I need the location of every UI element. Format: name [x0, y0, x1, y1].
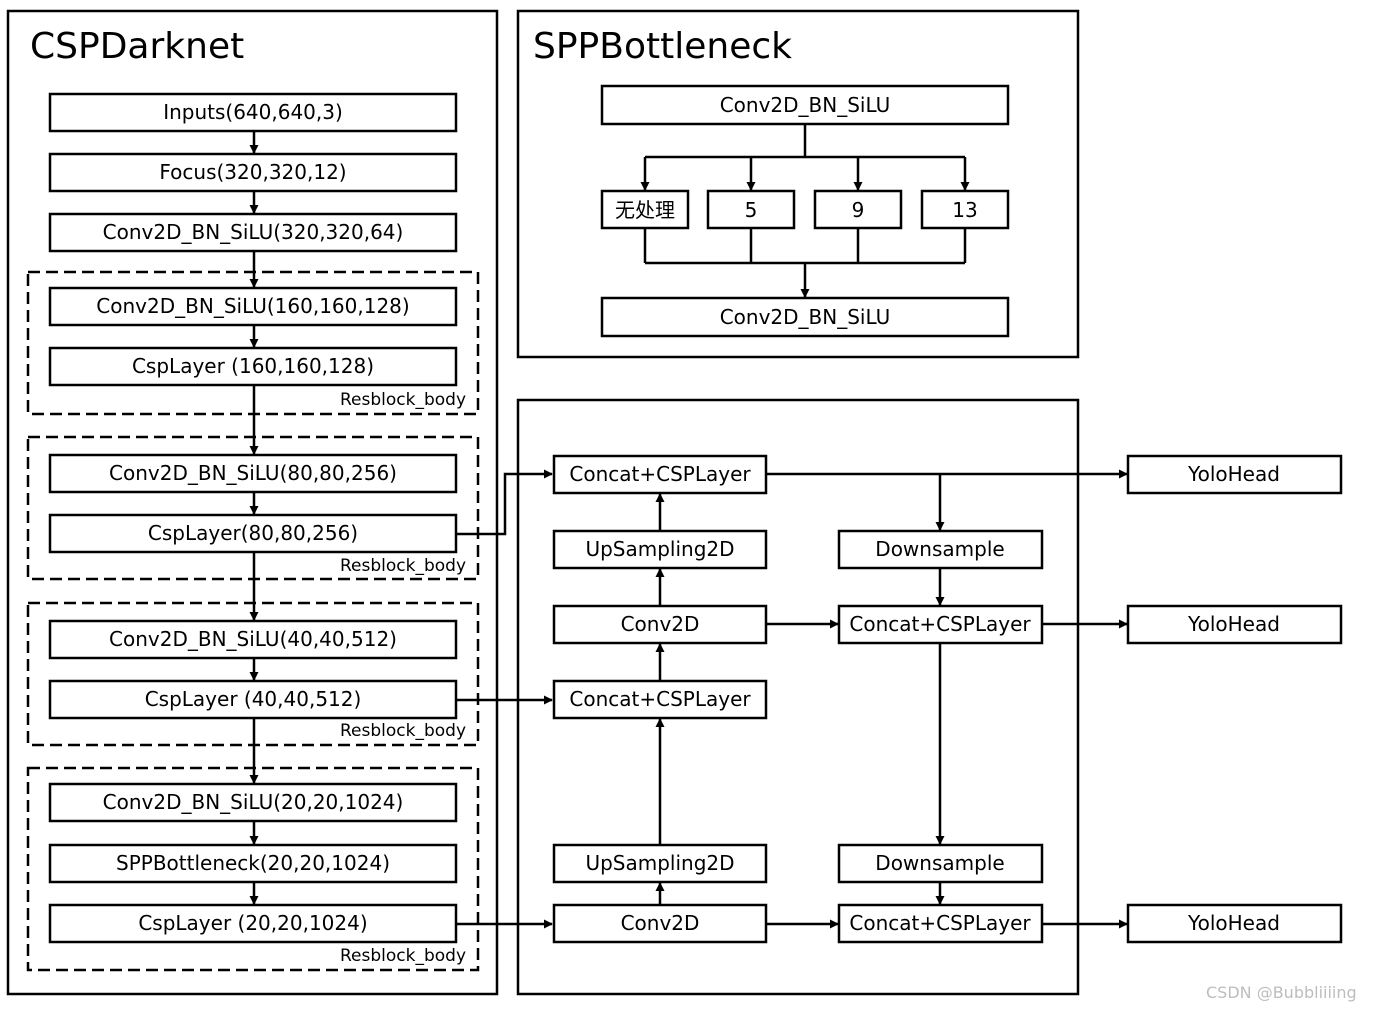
- conv-label-4: Conv2D_BN_SiLU(20,20,1024): [103, 790, 404, 814]
- spp-branch-label-2: 9: [852, 198, 865, 222]
- concat-right-bottom-label: Concat+CSPLayer: [849, 911, 1031, 935]
- conv-bottom-label: Conv2D: [621, 911, 700, 935]
- conv-label-1: Conv2D_BN_SiLU(160,160,128): [96, 294, 409, 318]
- watermark: CSDN @Bubbliiiing: [1206, 983, 1357, 1002]
- spp-branch-label-1: 5: [745, 198, 758, 222]
- yolohead-label-1: YoloHead: [1187, 462, 1280, 486]
- spp-bottom-conv-box: [600, 296, 1010, 338]
- yolohead-box-2: [1126, 604, 1343, 645]
- spp-branch-label-0: 无处理: [615, 198, 675, 222]
- csp-label-2: CspLayer(80,80,256): [148, 521, 358, 545]
- conv-label-3: Conv2D_BN_SiLU(40,40,512): [109, 627, 397, 651]
- stem-conv-label: Conv2D_BN_SiLU(320,320,64): [103, 220, 404, 244]
- concat-right-mid-label: Concat+CSPLayer: [849, 612, 1031, 636]
- sppbottleneck-panel: [516, 9, 1080, 359]
- yolohead-box-3: [1126, 903, 1343, 944]
- resblock-label-2: Resblock_body: [340, 556, 466, 576]
- resblock-label-1: Resblock_body: [340, 390, 466, 410]
- upsample-1-label: UpSampling2D: [585, 537, 734, 561]
- conv-mid-label: Conv2D: [621, 612, 700, 636]
- csp-label-4: CspLayer (20,20,1024): [138, 911, 367, 935]
- cspdarknet-panel: [6, 9, 499, 996]
- connectors: [249, 124, 1128, 929]
- resblock-label-4: Resblock_body: [340, 946, 466, 966]
- yolohead-label-3: YoloHead: [1187, 911, 1280, 935]
- concat-mid-label: Concat+CSPLayer: [569, 687, 751, 711]
- downsample-1-label: Downsample: [875, 537, 1004, 561]
- csp-label-1: CspLayer (160,160,128): [132, 354, 374, 378]
- sppbottleneck-title: SPPBottleneck: [533, 26, 792, 67]
- focus-label: Focus(320,320,12): [159, 160, 346, 184]
- yolohead-label-2: YoloHead: [1187, 612, 1280, 636]
- concat-top-label: Concat+CSPLayer: [569, 462, 751, 486]
- conv-label-2: Conv2D_BN_SiLU(80,80,256): [109, 461, 397, 485]
- spp-bottom-conv-label: Conv2D_BN_SiLU: [720, 305, 891, 329]
- spp-branch-label-3: 13: [952, 198, 977, 222]
- cspdarknet-title: CSPDarknet: [30, 26, 244, 67]
- csp-label-3: CspLayer (40,40,512): [145, 687, 362, 711]
- downsample-2-label: Downsample: [875, 851, 1004, 875]
- spp-label-4: SPPBottleneck(20,20,1024): [116, 851, 390, 875]
- neck-panel: [516, 398, 1080, 996]
- resblock-label-3: Resblock_body: [340, 721, 466, 741]
- inputs-label: Inputs(640,640,3): [163, 100, 343, 124]
- upsample-2-label: UpSampling2D: [585, 851, 734, 875]
- spp-top-conv-label: Conv2D_BN_SiLU: [720, 93, 891, 117]
- yolohead-box-1: [1126, 454, 1343, 495]
